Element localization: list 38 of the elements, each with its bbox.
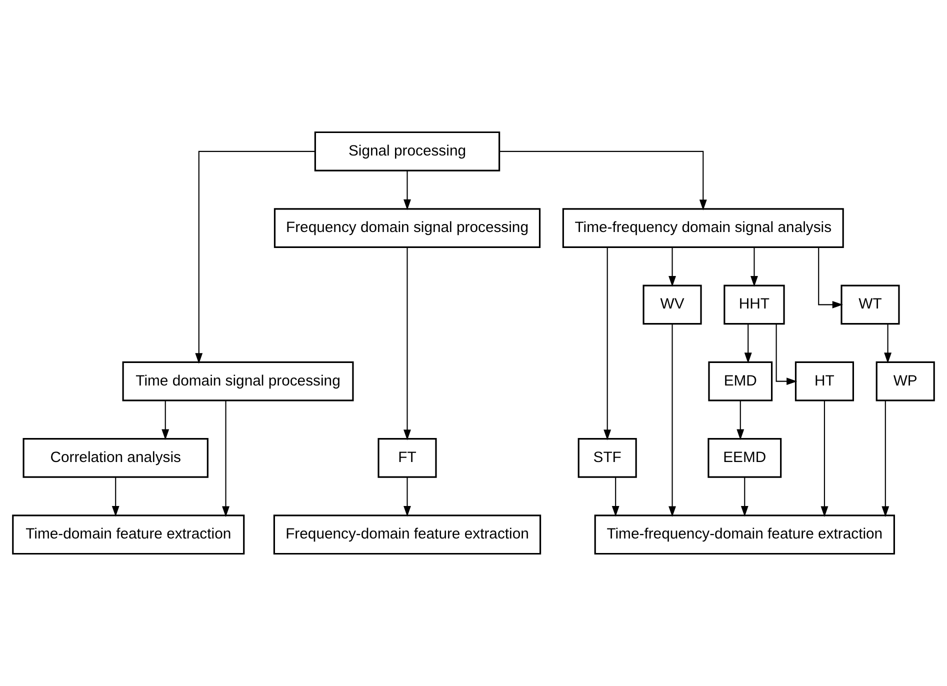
node-box: STF <box>578 438 637 478</box>
node-box: Time-domain feature extraction <box>12 514 245 555</box>
arrow <box>222 400 230 517</box>
arrow <box>612 477 620 517</box>
arrow <box>884 324 892 364</box>
arrow <box>740 477 748 517</box>
node-box: Frequency-domain feature extraction <box>273 514 542 555</box>
node-box: WV <box>642 284 702 325</box>
arrow <box>668 324 676 517</box>
arrow <box>882 400 890 517</box>
arrow <box>112 477 120 517</box>
arrow <box>404 170 411 210</box>
arrow <box>404 247 411 440</box>
arrow <box>195 150 315 364</box>
node-box: HT <box>794 361 854 402</box>
arrow <box>162 400 170 440</box>
arrow <box>776 324 798 386</box>
node-box: EMD <box>708 361 773 402</box>
arrow <box>404 477 411 517</box>
arrow <box>818 247 844 308</box>
node-box: WT <box>840 284 900 325</box>
arrow <box>750 247 758 287</box>
arrow <box>500 150 707 210</box>
arrow <box>668 247 676 287</box>
arrow <box>820 400 828 517</box>
node-box: Frequency domain signal processing <box>274 208 541 248</box>
node-box: Correlation analysis <box>22 438 208 478</box>
node-box: HHT <box>724 284 785 325</box>
node-box: FT <box>378 438 437 478</box>
node-box: Signal processing <box>314 131 500 172</box>
node-box: Time-frequency-domain feature extraction <box>594 514 895 555</box>
node-box: WP <box>876 361 935 402</box>
node-box: Time-frequency domain signal analysis <box>562 208 844 248</box>
node-box: Time domain signal processing <box>122 361 354 402</box>
arrow <box>736 400 744 440</box>
arrow <box>604 247 612 440</box>
arrow <box>744 324 752 364</box>
node-box: EEMD <box>708 438 782 478</box>
